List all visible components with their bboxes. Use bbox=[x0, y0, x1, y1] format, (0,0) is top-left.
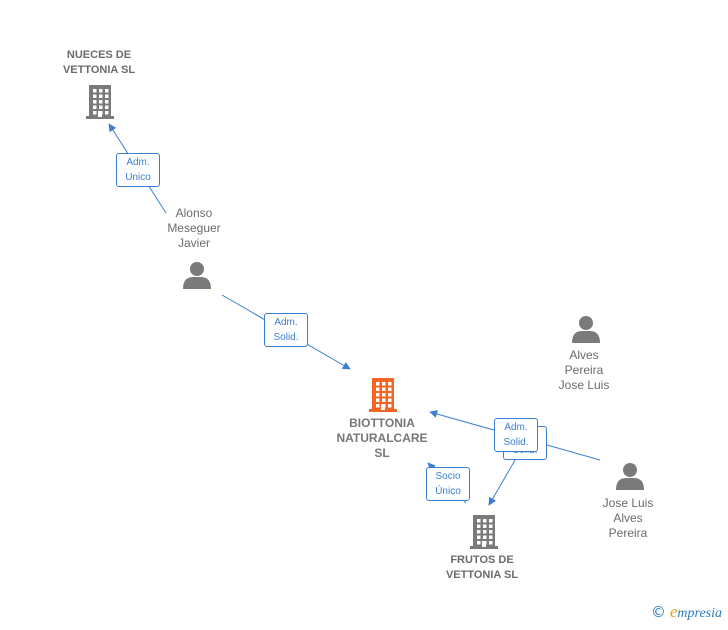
brand-initial: e bbox=[669, 602, 678, 621]
footer-brand: © empresia bbox=[651, 602, 722, 622]
node-label-alonso[interactable]: Alonso Meseguer Javier bbox=[167, 205, 221, 250]
brand-name: mpresia bbox=[677, 606, 722, 621]
edge-label-joseluis-to-biottonia[interactable]: Adm. Solid. bbox=[494, 418, 538, 452]
person-icon[interactable] bbox=[572, 316, 600, 343]
node-label-biottonia[interactable]: BIOTTONIA NATURALCARE SL bbox=[336, 415, 428, 460]
edge-label-alonso-to-biottonia[interactable]: Adm. Solid. bbox=[264, 313, 308, 347]
node-label-nueces[interactable]: NUECES DE VETTONIA SL bbox=[62, 49, 136, 76]
edge-label-biottonia-to-frutos[interactable]: Socio Único bbox=[426, 467, 470, 501]
node-label-joseluis[interactable]: Jose Luis Alves Pereira bbox=[602, 495, 654, 540]
empresia-logo[interactable]: empresia bbox=[670, 602, 722, 622]
person-icon[interactable] bbox=[183, 262, 211, 289]
node-label-alves[interactable]: Alves Pereira Jose Luis bbox=[558, 347, 610, 392]
building-icon[interactable] bbox=[86, 85, 114, 119]
edge-label-alonso-to-nueces[interactable]: Adm. Unico bbox=[116, 153, 160, 187]
building-icon[interactable] bbox=[369, 378, 397, 412]
node-label-frutos[interactable]: FRUTOS DE VETTONIA SL bbox=[445, 554, 519, 581]
building-icon[interactable] bbox=[470, 515, 498, 549]
person-icon[interactable] bbox=[616, 463, 644, 490]
copyright-symbol: © bbox=[650, 603, 666, 621]
